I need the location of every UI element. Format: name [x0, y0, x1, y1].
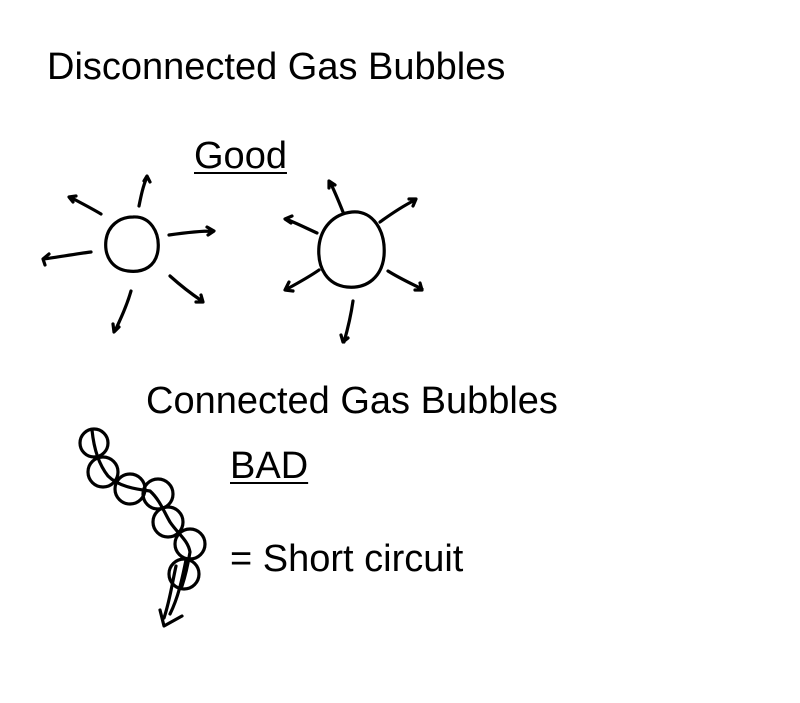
arrow-lower-right: [168, 274, 205, 304]
connected-bubble-chain: [78, 427, 207, 628]
chain-bubble: [86, 455, 120, 489]
chain-spine: [90, 428, 192, 588]
arrow-down: [111, 289, 133, 334]
arrow-right: [167, 225, 216, 237]
chain-bubble: [141, 477, 175, 511]
radiating-arrows: [41, 174, 216, 334]
arrow-up: [137, 174, 152, 208]
arrow-upper-right: [378, 197, 418, 224]
chain-arrow-icon: [158, 558, 188, 628]
short-circuit-label: = Short circuit: [230, 538, 464, 580]
disconnected-bubble-2: [283, 179, 424, 344]
good-label: Good: [194, 135, 287, 177]
arrow-left: [41, 250, 93, 267]
connected-gas-bubbles-title: Connected Gas Bubbles: [146, 380, 558, 422]
bubble-outline: [317, 210, 386, 289]
arrow-up: [327, 179, 345, 214]
bad-label: BAD: [230, 445, 309, 487]
arrow-lower-left: [283, 268, 321, 293]
disconnected-bubble-1: [41, 174, 216, 334]
chain-bubble: [167, 557, 201, 591]
chain-bubble: [151, 505, 185, 539]
chain-bubble: [78, 427, 110, 459]
arrow-upper-left: [283, 214, 319, 235]
arrow-lower-right: [386, 269, 424, 292]
bubble-outline: [104, 215, 160, 273]
disconnected-gas-bubbles-title: Disconnected Gas Bubbles: [47, 46, 506, 88]
arrow-down: [339, 299, 355, 344]
radiating-arrows: [283, 179, 424, 344]
arrow-upper-left: [67, 194, 103, 216]
